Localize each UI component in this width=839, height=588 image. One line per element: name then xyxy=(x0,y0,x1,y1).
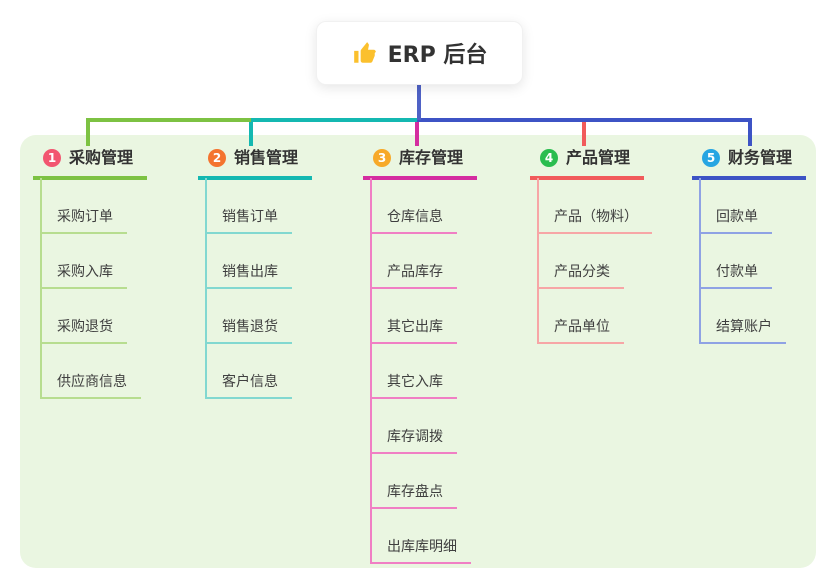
leaf-node[interactable]: 出库库明细 xyxy=(370,538,471,564)
leaf-node[interactable]: 仓库信息 xyxy=(370,208,457,234)
branches-panel xyxy=(20,135,816,568)
branch-header-finance[interactable]: 5 财务管理 xyxy=(692,146,807,180)
branch-header-inventory[interactable]: 3 库存管理 xyxy=(363,146,478,180)
branch-badge-4: 4 xyxy=(540,149,558,167)
leaf-node[interactable]: 其它出库 xyxy=(370,318,457,344)
column-line-product xyxy=(537,178,539,344)
column-line-inventory xyxy=(370,178,372,564)
branch-header-purchase[interactable]: 1 采购管理 xyxy=(33,146,148,180)
branch-badge-3: 3 xyxy=(373,149,391,167)
connector-bus-mid xyxy=(251,118,417,122)
connector-drop-inventory xyxy=(415,118,419,146)
leaf-node[interactable]: 采购入库 xyxy=(40,263,127,289)
branch-header-sales[interactable]: 2 销售管理 xyxy=(198,146,313,180)
branch-label-product: 产品管理 xyxy=(566,148,631,167)
branch-header-product[interactable]: 4 产品管理 xyxy=(530,146,645,180)
connector-drop-product xyxy=(582,118,586,146)
branch-label-sales: 销售管理 xyxy=(234,148,299,167)
connector-drop-finance xyxy=(748,118,752,146)
branch-label-inventory: 库存管理 xyxy=(399,148,464,167)
connector-bus-right xyxy=(417,118,752,122)
column-line-finance xyxy=(699,178,701,344)
leaf-node[interactable]: 销售订单 xyxy=(205,208,292,234)
leaf-node[interactable]: 其它入库 xyxy=(370,373,457,399)
connector-drop-purchase xyxy=(86,118,90,146)
branch-badge-5: 5 xyxy=(702,149,720,167)
leaf-node[interactable]: 采购订单 xyxy=(40,208,127,234)
leaf-node[interactable]: 产品库存 xyxy=(370,263,457,289)
leaf-node[interactable]: 客户信息 xyxy=(205,373,292,399)
leaf-node[interactable]: 采购退货 xyxy=(40,318,127,344)
root-title: ERP 后台 xyxy=(387,43,488,68)
leaf-node[interactable]: 回款单 xyxy=(699,208,772,234)
thumbs-up-icon xyxy=(352,40,378,66)
leaf-node[interactable]: 产品分类 xyxy=(537,263,624,289)
leaf-node[interactable]: 产品单位 xyxy=(537,318,624,344)
leaf-node[interactable]: 库存调拨 xyxy=(370,428,457,454)
leaf-node[interactable]: 产品（物料） xyxy=(537,208,652,234)
leaf-node[interactable]: 销售出库 xyxy=(205,263,292,289)
leaf-node[interactable]: 供应商信息 xyxy=(40,373,141,399)
branch-label-finance: 财务管理 xyxy=(728,148,793,167)
connector-bus-left xyxy=(86,118,251,122)
branch-label-purchase: 采购管理 xyxy=(69,148,134,167)
connector-drop-sales xyxy=(249,118,253,146)
root-node[interactable]: ERP 后台 xyxy=(316,21,523,85)
root-stem-line xyxy=(417,85,421,120)
leaf-node[interactable]: 付款单 xyxy=(699,263,772,289)
leaf-node[interactable]: 结算账户 xyxy=(699,318,786,344)
leaf-node[interactable]: 库存盘点 xyxy=(370,483,457,509)
branch-badge-2: 2 xyxy=(208,149,226,167)
branch-badge-1: 1 xyxy=(43,149,61,167)
leaf-node[interactable]: 销售退货 xyxy=(205,318,292,344)
